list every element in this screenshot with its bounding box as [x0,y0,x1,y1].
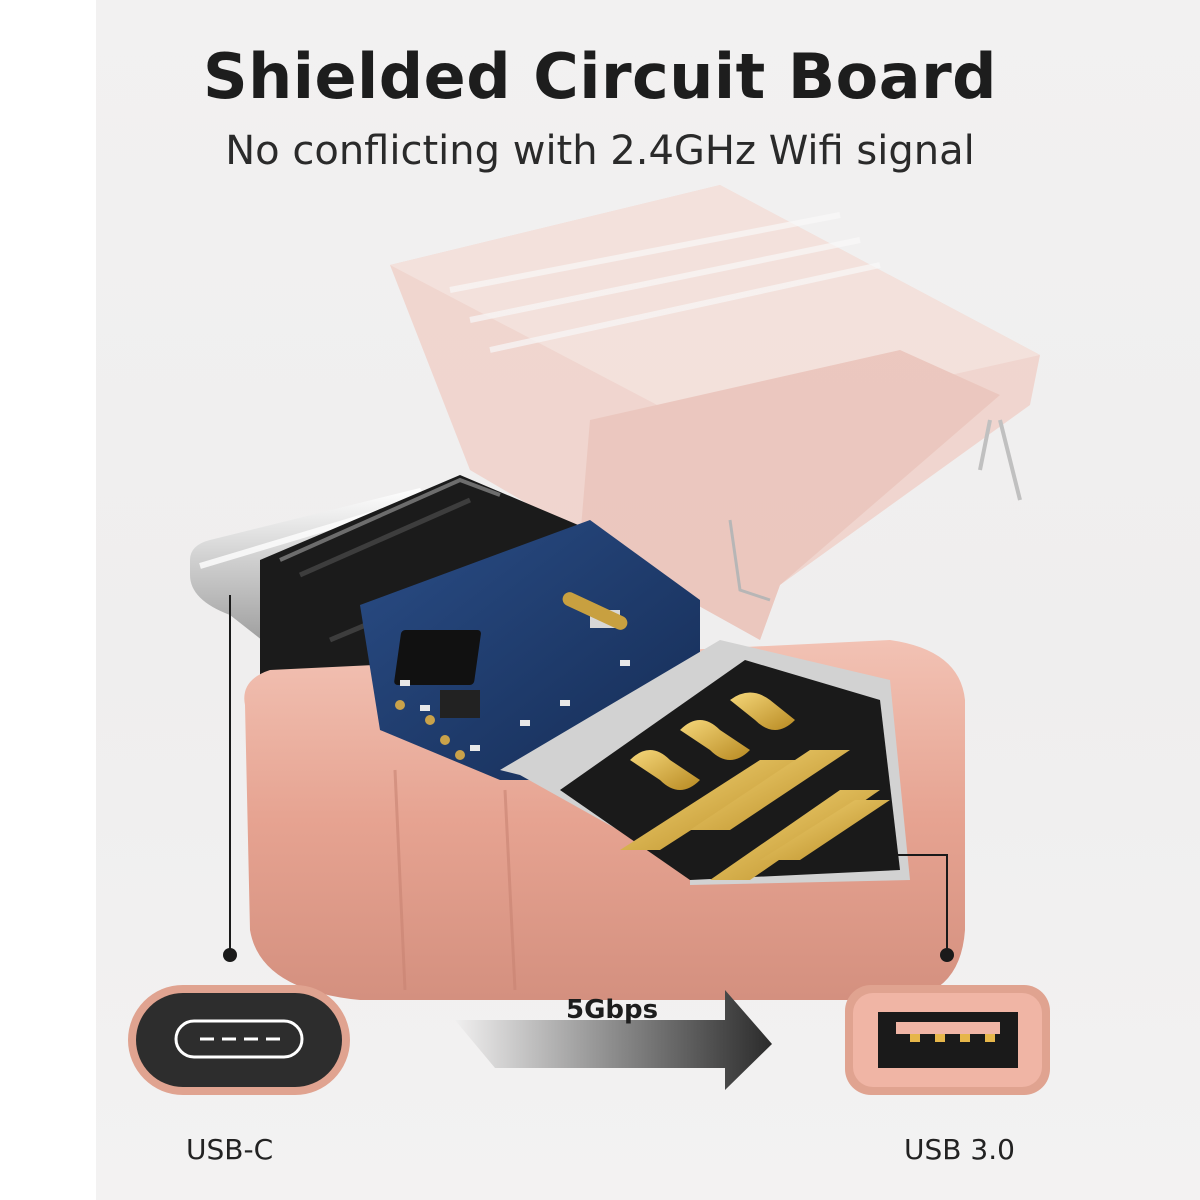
page-subtitle: No conflicting with 2.4GHz Wifi signal [225,128,975,174]
page-title: Shielded Circuit Board [202,40,998,113]
arrow-right-icon [455,990,772,1090]
callout-lines [229,595,948,955]
usb-a-socket [500,640,910,885]
usb-3-label: USB 3.0 [904,1133,1015,1166]
callout-dot-usb-c [223,948,237,962]
usb-a-port-icon [845,985,1050,1095]
usb-c-label: USB-C [186,1133,274,1166]
callout-dot-usb-a [940,948,954,962]
usb-c-port-icon [128,985,350,1095]
translucent-lid [390,185,1040,640]
transfer-speed-label: 5Gbps [566,995,659,1025]
